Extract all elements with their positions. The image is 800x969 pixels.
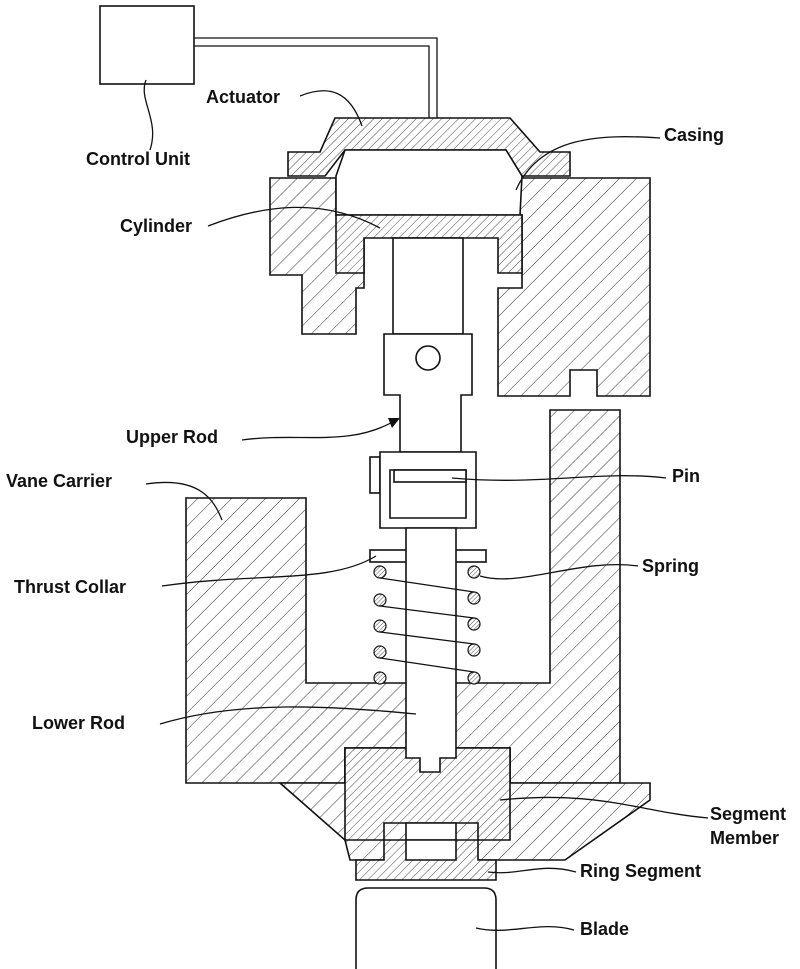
- label-blade: Blade: [580, 919, 629, 939]
- clevis-bracket: [379, 451, 477, 529]
- spring-coil: [467, 643, 481, 657]
- spring-coil: [373, 565, 387, 579]
- upper-rod-stem: [392, 237, 464, 335]
- spring-coil: [467, 565, 481, 579]
- spring-coil: [467, 671, 481, 685]
- label-actuator: Actuator: [206, 87, 280, 107]
- label-spring: Spring: [642, 556, 699, 576]
- label-pin: Pin: [672, 466, 700, 486]
- label-segment-member-line1: Segment: [710, 804, 786, 824]
- control-unit-box: [99, 5, 195, 85]
- leader-lines: [143, 79, 709, 931]
- label-lower-rod: Lower Rod: [32, 713, 125, 733]
- leader-thrust-collar: [161, 555, 377, 587]
- label-control-unit: Control Unit: [86, 149, 190, 169]
- label-cylinder: Cylinder: [120, 216, 192, 236]
- lower-rod: [405, 527, 457, 773]
- pin-end-cap: [369, 456, 381, 494]
- leader-actuator: [299, 90, 363, 127]
- blade: [355, 887, 497, 969]
- label-ring-segment: Ring Segment: [580, 861, 701, 881]
- label-thrust-collar: Thrust Collar: [14, 577, 126, 597]
- label-upper-rod: Upper Rod: [126, 427, 218, 447]
- control-signal-line-outer: [194, 37, 438, 142]
- segment-member: [344, 747, 511, 841]
- spring-coil: [373, 593, 387, 607]
- leader-lower-rod: [159, 706, 417, 725]
- spring: [373, 565, 481, 685]
- spring-wire: [379, 657, 475, 673]
- spring-coil: [467, 617, 481, 631]
- spring-wire: [379, 631, 475, 645]
- leader-ring-segment: [487, 867, 577, 874]
- spring-coil: [373, 645, 387, 659]
- leader-blade: [475, 925, 575, 931]
- ring-segment-slot: [405, 839, 457, 861]
- spring-wire: [379, 577, 475, 593]
- leader-pin: [451, 475, 667, 481]
- leader-upper-rod-arrow: [388, 418, 400, 428]
- label-vane-carrier: Vane Carrier: [6, 471, 112, 491]
- actuator-chamber: [335, 149, 523, 216]
- control-signal-line-inner: [194, 45, 430, 142]
- spring-coil: [373, 619, 387, 633]
- leader-vane-carrier: [145, 481, 223, 521]
- cylinder: [335, 214, 523, 274]
- spring-coil: [373, 671, 387, 685]
- spring-wire: [379, 605, 475, 619]
- actuator-housing: [287, 117, 571, 177]
- label-casing: Casing: [664, 125, 724, 145]
- pin: [393, 469, 467, 483]
- leader-segment-member: [499, 796, 709, 819]
- leader-cylinder: [207, 206, 381, 229]
- upper-rod-pivot-hole: [415, 345, 441, 371]
- leader-spring: [479, 564, 639, 580]
- spring-coil: [467, 591, 481, 605]
- label-segment-member-line2: Member: [710, 828, 779, 848]
- leader-upper-rod: [241, 419, 397, 441]
- leader-casing: [515, 136, 661, 191]
- leader-control-unit: [143, 79, 154, 151]
